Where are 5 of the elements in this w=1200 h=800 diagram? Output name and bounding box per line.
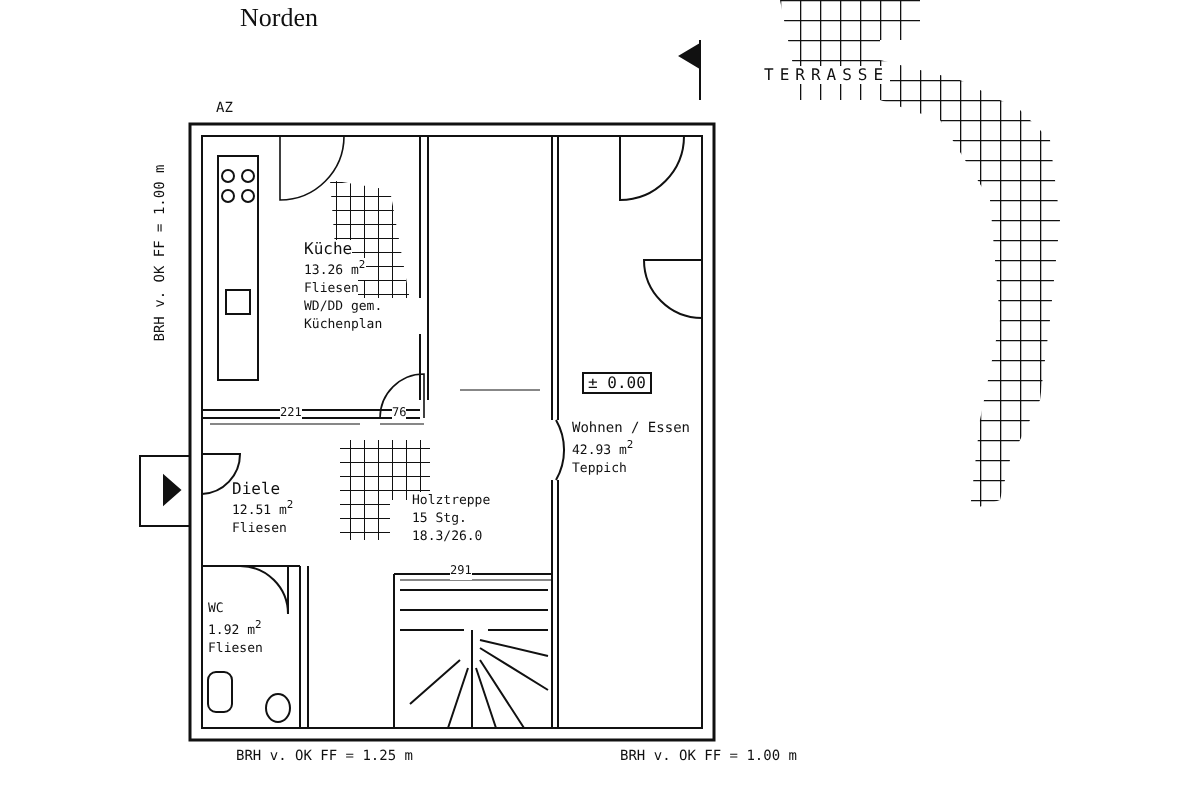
room-name: Diele (232, 480, 281, 498)
level-marker: ± 0.00 (582, 372, 652, 394)
room-name: Küche (304, 240, 353, 258)
compass-label: Norden (240, 4, 318, 30)
terrace-label: TERRASSE (764, 66, 890, 84)
